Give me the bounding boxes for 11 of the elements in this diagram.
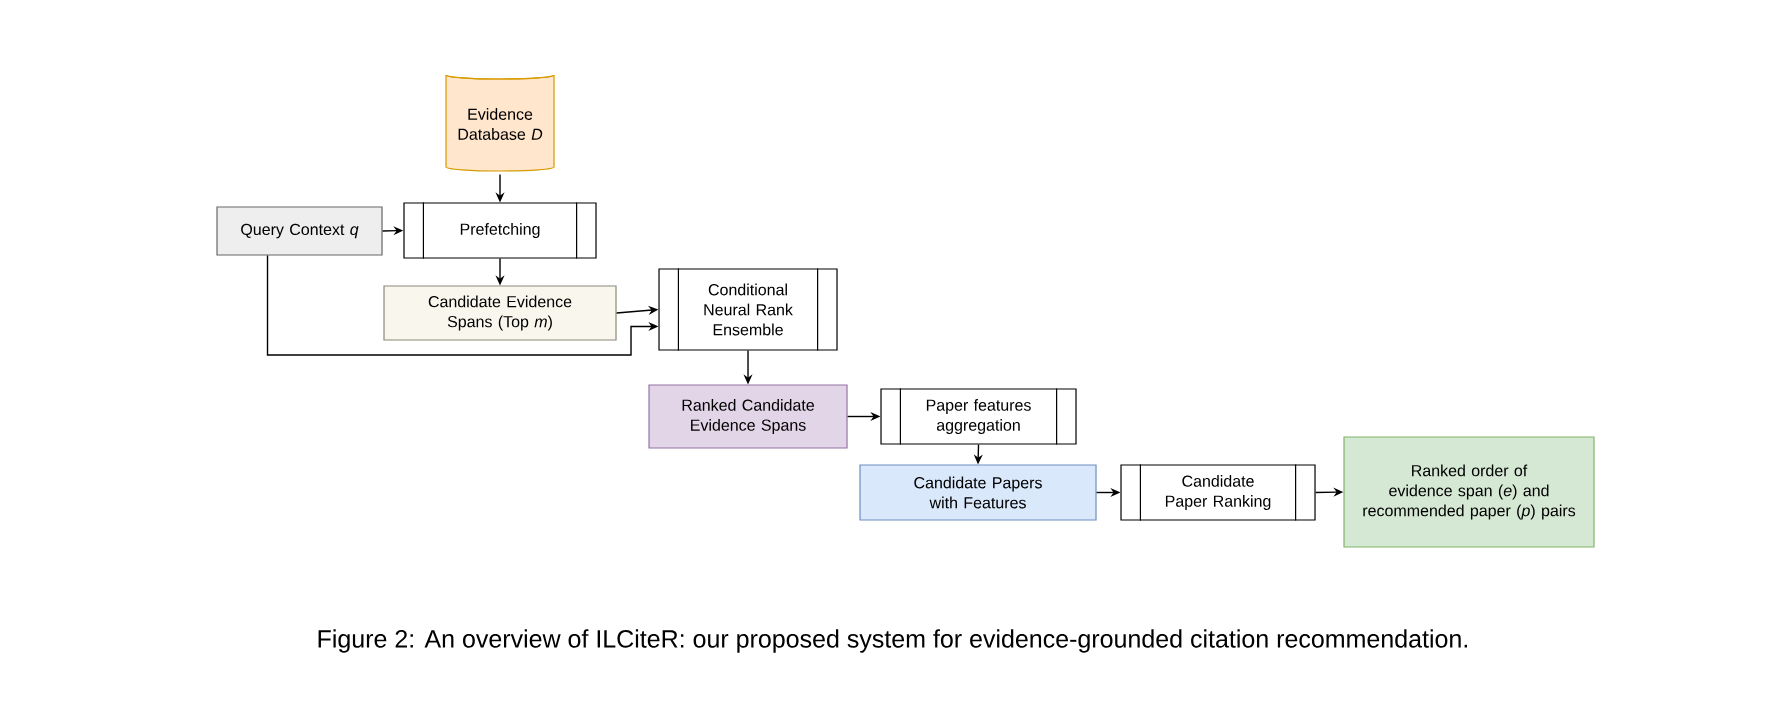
subprocess-box: Candidate Paper Ranking — [1120, 463, 1316, 522]
process-box: Ranked Candidate Evidence Spans — [648, 384, 848, 449]
process-box: Ranked order of evidence span (e) and recommended paper (p) pairs — [1343, 436, 1595, 548]
subprocess-box: Conditional Neural Rank Ensemble — [658, 267, 838, 352]
process-box: Candidate Evidence Spans (Top m) — [383, 285, 617, 341]
database-cylinder: Evidence Database D — [445, 74, 555, 172]
figure-caption: Figure 2: An overview of ILCiteR: our proposed system for evidence-grounded citation recommendation. — [318, 629, 1467, 653]
subprocess-box: Paper features aggregation — [880, 387, 1077, 446]
process-box: Query Context q — [216, 206, 383, 256]
subprocess-box: Prefetching — [403, 201, 597, 260]
process-box: Candidate Papers with Features — [859, 464, 1097, 521]
